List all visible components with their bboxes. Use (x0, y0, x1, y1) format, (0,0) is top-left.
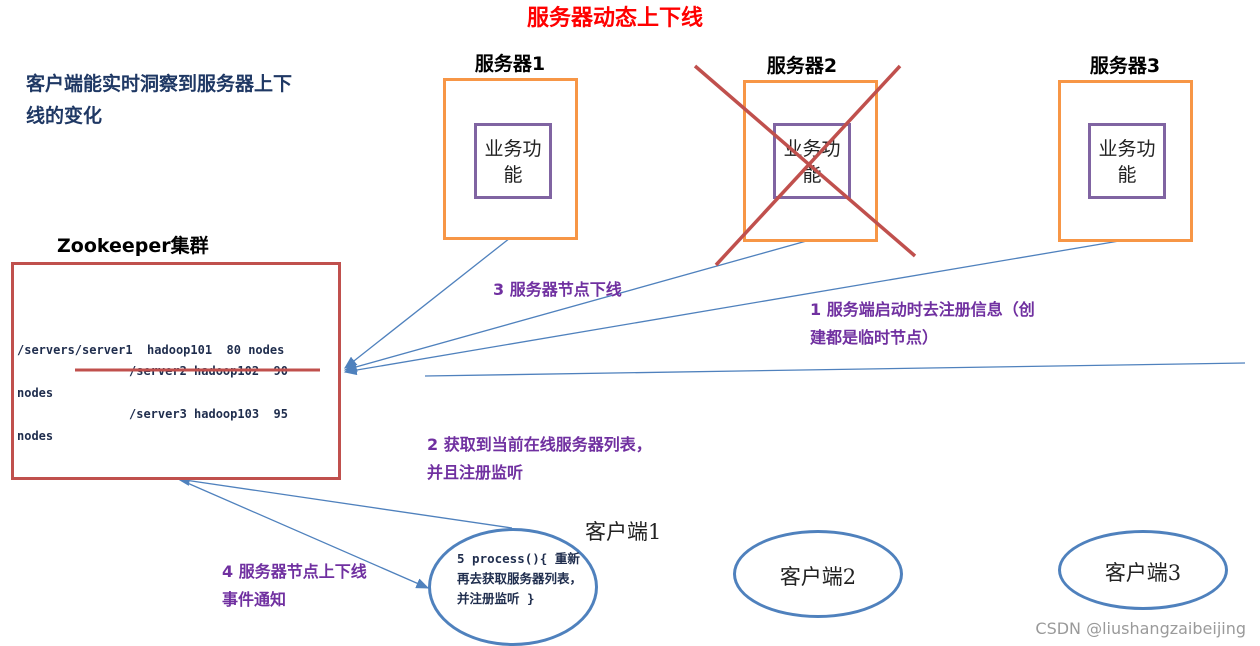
arrow-zk-to-client1 (184, 481, 430, 589)
client1-ellipse: 5 process(){ 重新再去获取服务器列表，并注册监听 } (428, 528, 598, 646)
diagram-description: 客户端能实时洞察到服务器上下线的变化 (26, 73, 293, 127)
note-step3: 3 服务器节点下线 (493, 280, 622, 299)
client2-ellipse: 客户端2 (733, 530, 903, 618)
zk-entry-server2-suffix: nodes (17, 386, 54, 400)
server3-box: 业务功能 (1058, 80, 1193, 242)
zookeeper-label: Zookeeper集群 (57, 235, 209, 257)
zk-entry-server3: /server3 hadoop103 95 (129, 407, 288, 421)
client1-label: 客户端1 (585, 520, 662, 544)
zk-entry-server3-suffix: nodes (17, 429, 54, 443)
server1-label: 服务器1 (474, 53, 546, 75)
server1-function-box: 业务功能 (474, 123, 552, 199)
client3-ellipse: 客户端3 (1058, 530, 1228, 610)
arrow-server3-to-zk (343, 239, 1126, 376)
arrow-client1-to-zk (176, 475, 513, 529)
server3-label: 服务器3 (1089, 55, 1161, 77)
note-step2: 2 获取到当前在线服务器列表，并且注册监听 (427, 435, 652, 482)
zk-entry-server1: /servers/server1 hadoop101 80 nodes (17, 343, 285, 357)
arrow-server2-to-zk (343, 239, 811, 372)
horizontal-line (424, 362, 1246, 377)
watermark-text: CSDN @liushangzaibeijing (1035, 619, 1246, 638)
client2-label: 客户端2 (779, 565, 857, 589)
server1-box: 业务功能 (443, 78, 578, 240)
arrow-server1-to-zk (343, 237, 511, 369)
note-step4: 4 服务器节点上下线事件通知 (222, 562, 367, 609)
server3-function-box: 业务功能 (1088, 123, 1166, 199)
note-step1: 1 服务端启动时去注册信息（创建都是临时节点） (810, 300, 1035, 347)
note-step5: 5 process(){ 重新再去获取服务器列表，并注册监听 } (457, 551, 583, 606)
client3-label: 客户端3 (1104, 561, 1182, 585)
diagram-title: 服务器动态上下线 (526, 6, 703, 31)
server2-label: 服务器2 (766, 55, 838, 77)
